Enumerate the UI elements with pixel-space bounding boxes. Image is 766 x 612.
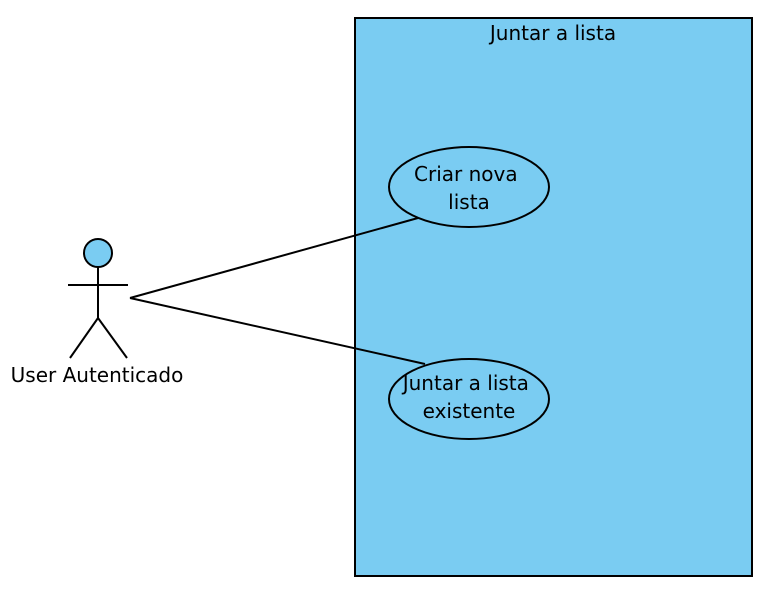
use-case-ellipse: [388, 358, 550, 440]
use-case-join-existing-list[interactable]: Juntar a lista existente: [388, 358, 550, 440]
system-boundary[interactable]: Juntar a lista: [354, 17, 753, 577]
use-case-label: Juntar a lista existente: [401, 371, 536, 423]
actor-stick-figure-icon: [68, 238, 128, 359]
use-case-create-list[interactable]: Criar nova lista: [388, 146, 550, 228]
association-line-join[interactable]: [129, 297, 426, 365]
actor[interactable]: User Autenticado: [11, 238, 184, 387]
actor-name: User Autenticado: [11, 363, 184, 387]
use-case-ellipse: [388, 146, 550, 228]
use-case-label: Criar nova lista: [414, 162, 524, 214]
system-title: Juntar a lista: [488, 21, 616, 45]
association-line-create[interactable]: [129, 217, 419, 299]
system-boundary-box: [354, 17, 753, 577]
